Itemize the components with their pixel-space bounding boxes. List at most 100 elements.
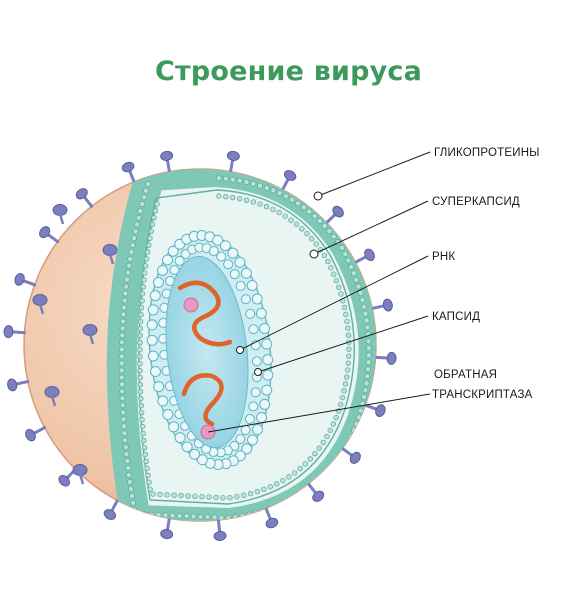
lipid-bead (250, 199, 256, 205)
lipid-bead (364, 373, 371, 380)
lipid-bead (324, 468, 331, 475)
rna-strand-2 (181, 373, 224, 427)
capsid-subunit (256, 412, 268, 424)
lipid-bead (222, 175, 229, 182)
lipid-bead (276, 209, 282, 216)
lipid-bead (261, 486, 267, 493)
lipid-bead (140, 284, 146, 290)
capsid-subunit (167, 245, 179, 257)
lipid-bead (345, 257, 352, 264)
lipid-bead (144, 465, 150, 472)
lipid-bead (302, 461, 309, 467)
lipid-bead (267, 484, 274, 490)
lipid-bead (123, 283, 130, 290)
leader-dot-glycoproteins (313, 191, 323, 201)
lipid-bead (220, 495, 226, 501)
lipid-bead (359, 296, 366, 303)
lipid-bead (130, 499, 136, 506)
lipid-bead (122, 290, 129, 297)
lipid-bead (241, 492, 247, 498)
lipid-bead (282, 213, 288, 219)
lipid-bead (363, 317, 370, 324)
capsid-subunit (157, 395, 169, 407)
lipid-bead (126, 472, 132, 478)
glycoprotein-spike (32, 294, 48, 315)
lipid-bead (361, 303, 367, 310)
lipid-bead (129, 242, 136, 248)
capsid-subunit (262, 369, 274, 381)
lipid-bead (119, 339, 125, 346)
glycoprotein-spike (340, 446, 361, 464)
capsid-subunit (240, 267, 252, 279)
glycoprotein-spike (370, 298, 393, 312)
lipid-bead (137, 388, 144, 395)
lipid-bead (141, 194, 147, 201)
lipid-bead (345, 325, 351, 331)
lipid-bead (164, 492, 170, 498)
capsid-subunit (149, 365, 161, 377)
lipid-bead (206, 494, 212, 500)
lipid-bead (236, 196, 243, 202)
capsid-subunit (189, 448, 201, 460)
lipid-bead (192, 493, 198, 499)
lipid-bead (127, 479, 133, 485)
reverse-transcriptase-1 (183, 297, 199, 313)
lipid-bead (139, 423, 146, 430)
capsid-subunit (223, 259, 234, 270)
lipid-bead (120, 416, 127, 423)
lipid-bead (137, 326, 144, 332)
label-glycoproteins: ГЛИКОПРОТЕИНЫ (434, 147, 540, 159)
lipid-bead (328, 265, 334, 271)
lipid-bead (138, 319, 144, 325)
lipid-bead (151, 214, 157, 221)
lipid-bead (197, 513, 204, 520)
lipid-bead (357, 290, 364, 297)
lipid-bead (309, 236, 315, 242)
lipid-bead (145, 472, 151, 479)
lipid-bead (119, 388, 126, 395)
capsid-subunit (219, 240, 231, 252)
glycoprotein-spike (58, 467, 78, 487)
capsid-subunit (181, 441, 193, 453)
lipid-bead (142, 263, 149, 269)
lipid-bead (364, 324, 371, 331)
lipid-bead (132, 228, 139, 235)
lipid-bead (119, 395, 126, 402)
capsid-subunit (196, 454, 208, 466)
capsid-subunit (216, 251, 227, 262)
lipid-bead (329, 463, 336, 470)
lipid-bead (216, 193, 222, 199)
glycoprotein-spike (3, 325, 26, 339)
lipid-bead (254, 488, 260, 495)
lipid-bead (343, 374, 350, 380)
capsid-subunit (174, 255, 185, 266)
lipid-bead (124, 458, 131, 465)
lipid-bead (320, 439, 326, 446)
lipid-bead (204, 514, 211, 520)
lipid-bead (304, 230, 310, 237)
lipid-bead (357, 407, 364, 414)
lipid-bead (190, 513, 197, 520)
lipid-bead (280, 477, 286, 484)
lipid-bead (345, 360, 351, 366)
lipid-bead (306, 208, 313, 215)
lipid-bead (257, 182, 263, 189)
glycoprotein-spike (363, 403, 386, 418)
lipid-bead (157, 491, 163, 498)
lipid-bead (215, 175, 222, 182)
lipid-bead (138, 305, 145, 311)
lipid-bead (146, 242, 152, 248)
lipid-bead (243, 179, 250, 185)
capsid-subunit (229, 269, 240, 280)
lipid-bead (365, 338, 372, 345)
capsid-subunit (251, 293, 263, 305)
lipid-bead (213, 494, 219, 501)
lipid-bead (330, 233, 337, 240)
glycoprotein-spike (39, 226, 60, 244)
lipid-bead (345, 332, 352, 338)
capsid-subunit (259, 323, 271, 335)
lipid-bead (122, 437, 129, 444)
leader-dot-rna (236, 346, 244, 354)
capsid-subunit (174, 432, 186, 444)
lipid-bead (139, 416, 145, 423)
